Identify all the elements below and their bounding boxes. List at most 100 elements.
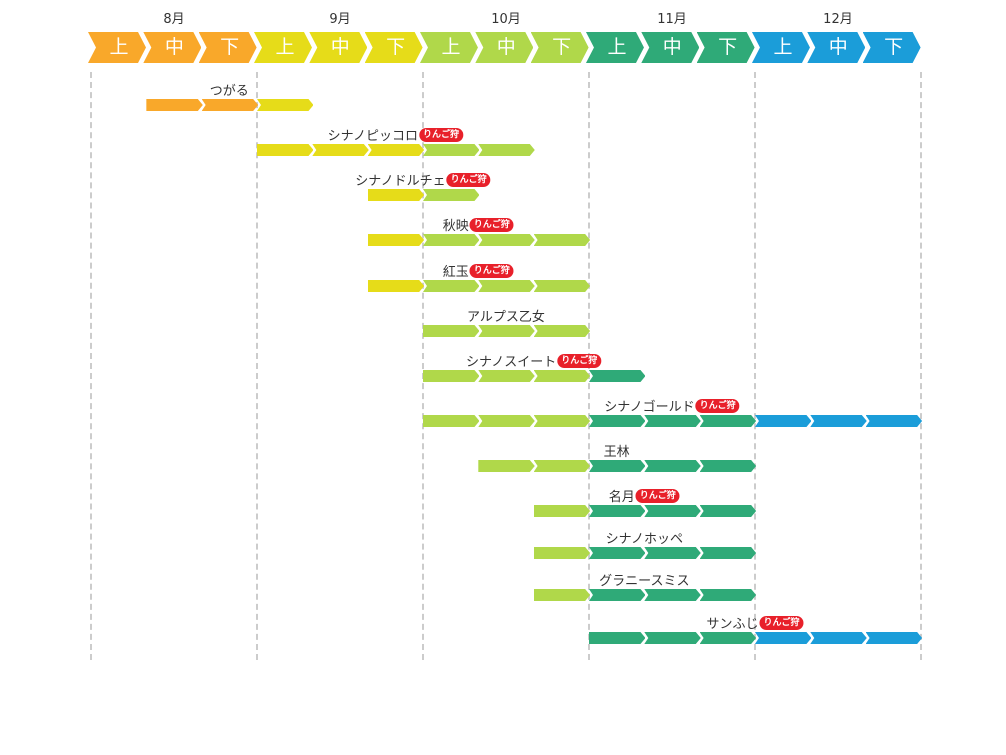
period-label: 上: [441, 36, 461, 58]
variety-label: 名月りんご狩: [609, 486, 680, 505]
harvest-period-segment: [700, 460, 757, 472]
harvest-period-segment: [368, 280, 425, 292]
apple-picking-badge: りんご狩: [418, 127, 463, 142]
variety-label: 王林: [604, 441, 630, 460]
variety-name: 紅玉: [442, 265, 469, 280]
variety-name: グラニースミス: [599, 574, 690, 589]
harvest-period-segment: [478, 415, 535, 427]
harvest-period-segment: [589, 632, 646, 644]
harvest-period-segment: [644, 589, 701, 601]
period-header-11: 下: [697, 32, 755, 63]
variety-name: 名月: [608, 490, 635, 505]
harvest-period-segment: [478, 370, 535, 382]
harvest-period-segment: [644, 547, 701, 559]
period-header-10: 中: [641, 32, 699, 63]
period-header-6: 上: [420, 32, 478, 63]
harvest-period-segment: [534, 234, 591, 246]
variety-name: シナノドルチェ: [355, 174, 446, 189]
period-label: 下: [220, 36, 240, 58]
variety-name: 秋映: [442, 219, 469, 234]
variety-label: アルプス乙女: [467, 306, 545, 325]
period-header-7: 中: [475, 32, 533, 63]
harvest-period-segment: [700, 415, 757, 427]
harvest-period-segment: [589, 415, 646, 427]
month-label: 8月: [163, 12, 185, 27]
harvest-period-segment: [700, 505, 757, 517]
harvest-period-segment: [423, 234, 480, 246]
period-header-2: 下: [199, 32, 257, 63]
variety-name: シナノホッペ: [605, 532, 683, 547]
variety-label: 紅玉りんご狩: [443, 261, 514, 280]
harvest-period-segment: [644, 415, 701, 427]
harvest-period-segment: [810, 632, 867, 644]
harvest-period-segment: [700, 547, 757, 559]
harvest-period-segment: [755, 632, 812, 644]
period-label: 下: [884, 36, 904, 58]
harvest-period-segment: [589, 547, 646, 559]
harvest-period-segment: [644, 632, 701, 644]
harvest-period-segment: [534, 370, 591, 382]
month-label: 12月: [823, 12, 853, 27]
period-label: 下: [552, 36, 572, 58]
period-header-14: 下: [863, 32, 921, 63]
month-label: 9月: [329, 12, 351, 27]
month-divider: [421, 72, 424, 660]
apple-picking-badge: りんご狩: [557, 353, 602, 368]
harvest-period-segment: [146, 99, 203, 111]
harvest-period-segment: [423, 280, 480, 292]
period-label: 下: [386, 36, 406, 58]
period-label: 上: [607, 36, 627, 58]
harvest-period-segment: [589, 460, 646, 472]
month-label: 11月: [657, 12, 687, 27]
variety-name: アルプス乙女: [467, 310, 545, 325]
variety-name: シナノゴールド: [604, 400, 695, 415]
period-header-1: 中: [143, 32, 201, 63]
period-header-3: 上: [254, 32, 312, 63]
variety-label: シナノスイートりんご狩: [465, 351, 602, 370]
apple-picking-badge: りんご狩: [759, 615, 804, 630]
harvest-period-segment: [478, 234, 535, 246]
variety-label: シナノピッコロりんご狩: [328, 125, 463, 144]
harvest-period-segment: [423, 415, 480, 427]
apple-picking-badge: りんご狩: [469, 263, 514, 278]
variety-name: つがる: [209, 84, 249, 99]
harvest-period-segment: [423, 189, 480, 201]
period-label: 上: [109, 36, 129, 58]
harvest-period-segment: [589, 370, 646, 382]
period-label: 中: [662, 36, 682, 58]
apple-picking-badge: りんご狩: [695, 398, 740, 413]
harvest-period-segment: [534, 547, 591, 559]
harvest-period-segment: [534, 280, 591, 292]
harvest-period-segment: [423, 370, 480, 382]
variety-name: サンふじ: [706, 617, 759, 632]
harvest-period-segment: [644, 505, 701, 517]
period-label: 中: [496, 36, 516, 58]
harvest-period-segment: [478, 144, 535, 156]
period-header-13: 中: [807, 32, 865, 63]
harvest-period-segment: [644, 460, 701, 472]
variety-label: シナノホッペ: [606, 528, 683, 547]
harvest-period-segment: [534, 460, 591, 472]
variety-label: シナノゴールドりんご狩: [604, 396, 740, 415]
harvest-period-segment: [478, 280, 535, 292]
apple-picking-badge: りんご狩: [469, 217, 514, 232]
harvest-period-segment: [423, 144, 480, 156]
variety-label: 秋映りんご狩: [443, 215, 514, 234]
period-header-0: 上: [88, 32, 146, 63]
period-header-5: 下: [365, 32, 423, 63]
harvest-period-segment: [257, 144, 314, 156]
month-divider: [255, 72, 258, 660]
harvest-period-segment: [368, 144, 425, 156]
variety-name: シナノスイート: [465, 355, 557, 370]
period-header-8: 下: [531, 32, 589, 63]
period-header-4: 中: [309, 32, 367, 63]
harvest-period-segment: [755, 415, 812, 427]
harvest-period-segment: [810, 415, 867, 427]
harvest-period-segment: [866, 632, 923, 644]
period-header-9: 上: [586, 32, 644, 63]
variety-label: グラニースミス: [599, 570, 689, 589]
harvest-period-segment: [534, 325, 591, 337]
harvest-period-segment: [534, 415, 591, 427]
harvest-period-segment: [257, 99, 314, 111]
month-label: 10月: [491, 12, 521, 27]
